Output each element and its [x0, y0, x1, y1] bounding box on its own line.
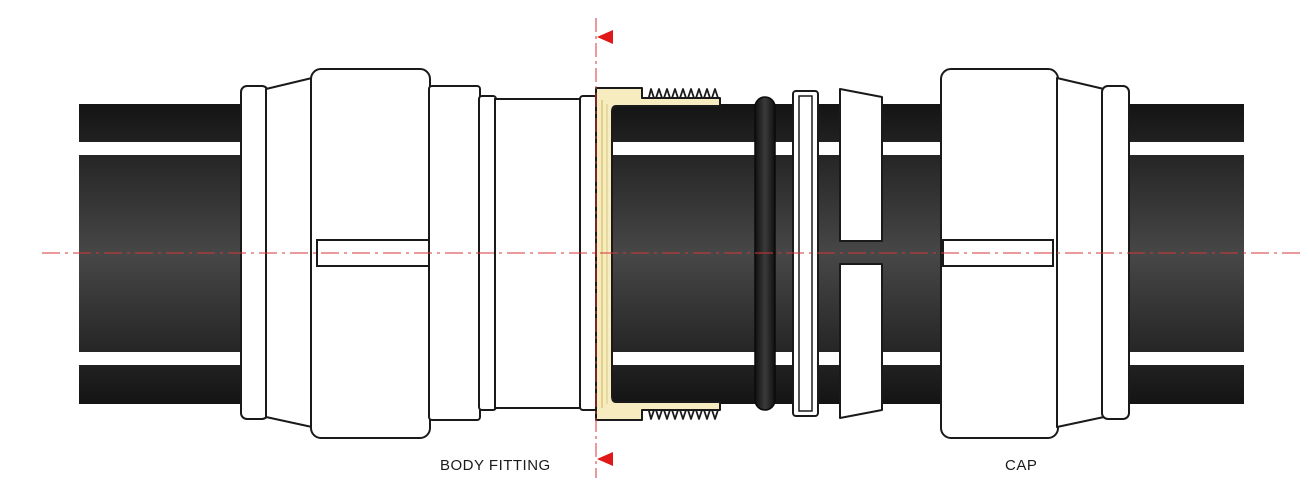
right-pipe	[1120, 104, 1244, 404]
inserted-pipe-stripe-top	[612, 142, 948, 155]
liner-gasket	[595, 87, 721, 421]
right-pipe-stripe-top	[1120, 142, 1244, 155]
body-fitting-label: BODY FITTING	[440, 457, 551, 474]
left-pipe	[79, 104, 244, 404]
right-pipe-stripe-bottom	[1120, 352, 1244, 365]
body-fitting-thread-bottom	[647, 406, 720, 420]
left-nut	[240, 68, 497, 439]
split-clip-ring	[839, 88, 883, 419]
clip-ring-lower	[839, 263, 883, 419]
clip-ring-upper	[839, 88, 883, 242]
inserted-pipe	[612, 104, 948, 404]
section-arrow-top	[597, 30, 613, 44]
left-pipe-stripe-top	[79, 142, 244, 155]
inserted-pipe-stripe-bottom	[612, 352, 948, 365]
body-fitting-thread-top	[647, 88, 720, 102]
section-arrow-bottom	[597, 452, 613, 466]
left-pipe-stripe-bottom	[79, 352, 244, 365]
cap-label: CAP	[1005, 457, 1038, 474]
